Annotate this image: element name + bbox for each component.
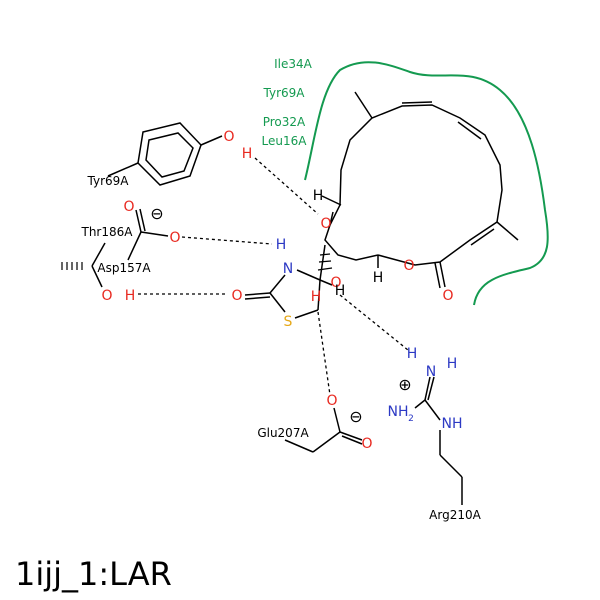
arg-nh2-subscript: 2 <box>408 414 414 424</box>
macro-hydrogen-1: H <box>313 188 324 204</box>
residue-arg210: Arg210A <box>429 508 481 522</box>
asp-oxygen-label: O <box>101 288 112 304</box>
arg-nh-label: NH <box>442 416 463 432</box>
tyr-ring-inner <box>145 132 194 178</box>
pocket-pro32: Pro32A <box>263 115 306 129</box>
arg-positive-charge: ⊕ <box>398 375 411 394</box>
residue-asp157: Asp157A <box>97 261 151 275</box>
hydrophobic-pocket-arc <box>304 61 549 306</box>
thr-oxygen-1: O <box>123 199 134 215</box>
ring-nh-hydrogen-label: H <box>276 237 287 253</box>
residue-glu207: Glu207A <box>257 426 309 440</box>
charge-markers: ⊖ ⊖ ⊕ <box>150 204 411 426</box>
thr-oxygen-2: O <box>169 230 180 246</box>
arg-nh2-label: NH <box>388 404 409 420</box>
glu-negative-charge: ⊖ <box>349 407 362 426</box>
diagram-title: 1ijj_1:LAR <box>15 555 172 593</box>
pocket-tyr69: Tyr69A <box>263 86 306 100</box>
arg-nitrogen-1: N <box>426 364 436 380</box>
hydroxyl-hydrogen-label: H <box>311 289 322 305</box>
macro-oxygen-label: O <box>320 216 331 232</box>
hbond-thr-o-nh <box>181 236 273 245</box>
carbonyl-oxygen-label: O <box>442 288 453 304</box>
glu-oxygen-1: O <box>326 393 337 409</box>
glu-oxygen-2: O <box>361 436 372 452</box>
hbond-ligand-glu <box>317 311 331 396</box>
thr-negative-charge: ⊖ <box>150 204 163 223</box>
bonds <box>91 91 519 505</box>
hydroxyl-oxygen-label: O <box>330 275 341 291</box>
macro-hydrogen-3: H <box>335 283 346 299</box>
stereo-hash <box>61 262 83 270</box>
residue-thr186: Thr186A <box>81 225 134 239</box>
hydrogen-bonds <box>138 157 409 396</box>
arg-hydrogen-1: H <box>407 346 418 362</box>
residue-labels: Tyr69A Thr186A Asp157A Glu207A Arg210A I… <box>81 57 482 522</box>
pocket-ile34: Ile34A <box>274 57 313 71</box>
ester-oxygen-label: O <box>403 258 414 274</box>
ring-nitrogen-label: N <box>283 261 293 277</box>
atom-labels: O H O O O O H H H H N H S O O O O H O O … <box>101 129 462 452</box>
pocket-leu16: Leu16A <box>262 134 308 148</box>
macro-hydrogen-2: H <box>373 270 384 286</box>
macrocycle-ring <box>324 104 503 266</box>
residue-tyr69-ring: Tyr69A <box>87 174 130 188</box>
asp-hydrogen-label: H <box>125 288 136 304</box>
arg-hydrogen-2: H <box>447 356 458 372</box>
hbond-tyr-oh-ligand-o <box>254 157 319 215</box>
stereo-hash-2 <box>317 253 333 271</box>
hbond-o-arg-nh <box>339 294 409 351</box>
ring-sulfur-label: S <box>284 314 293 330</box>
tyr-oxygen-label: O <box>223 129 234 145</box>
ring-carbonyl-oxygen: O <box>231 288 242 304</box>
tyr-hydrogen-label: H <box>242 146 253 162</box>
